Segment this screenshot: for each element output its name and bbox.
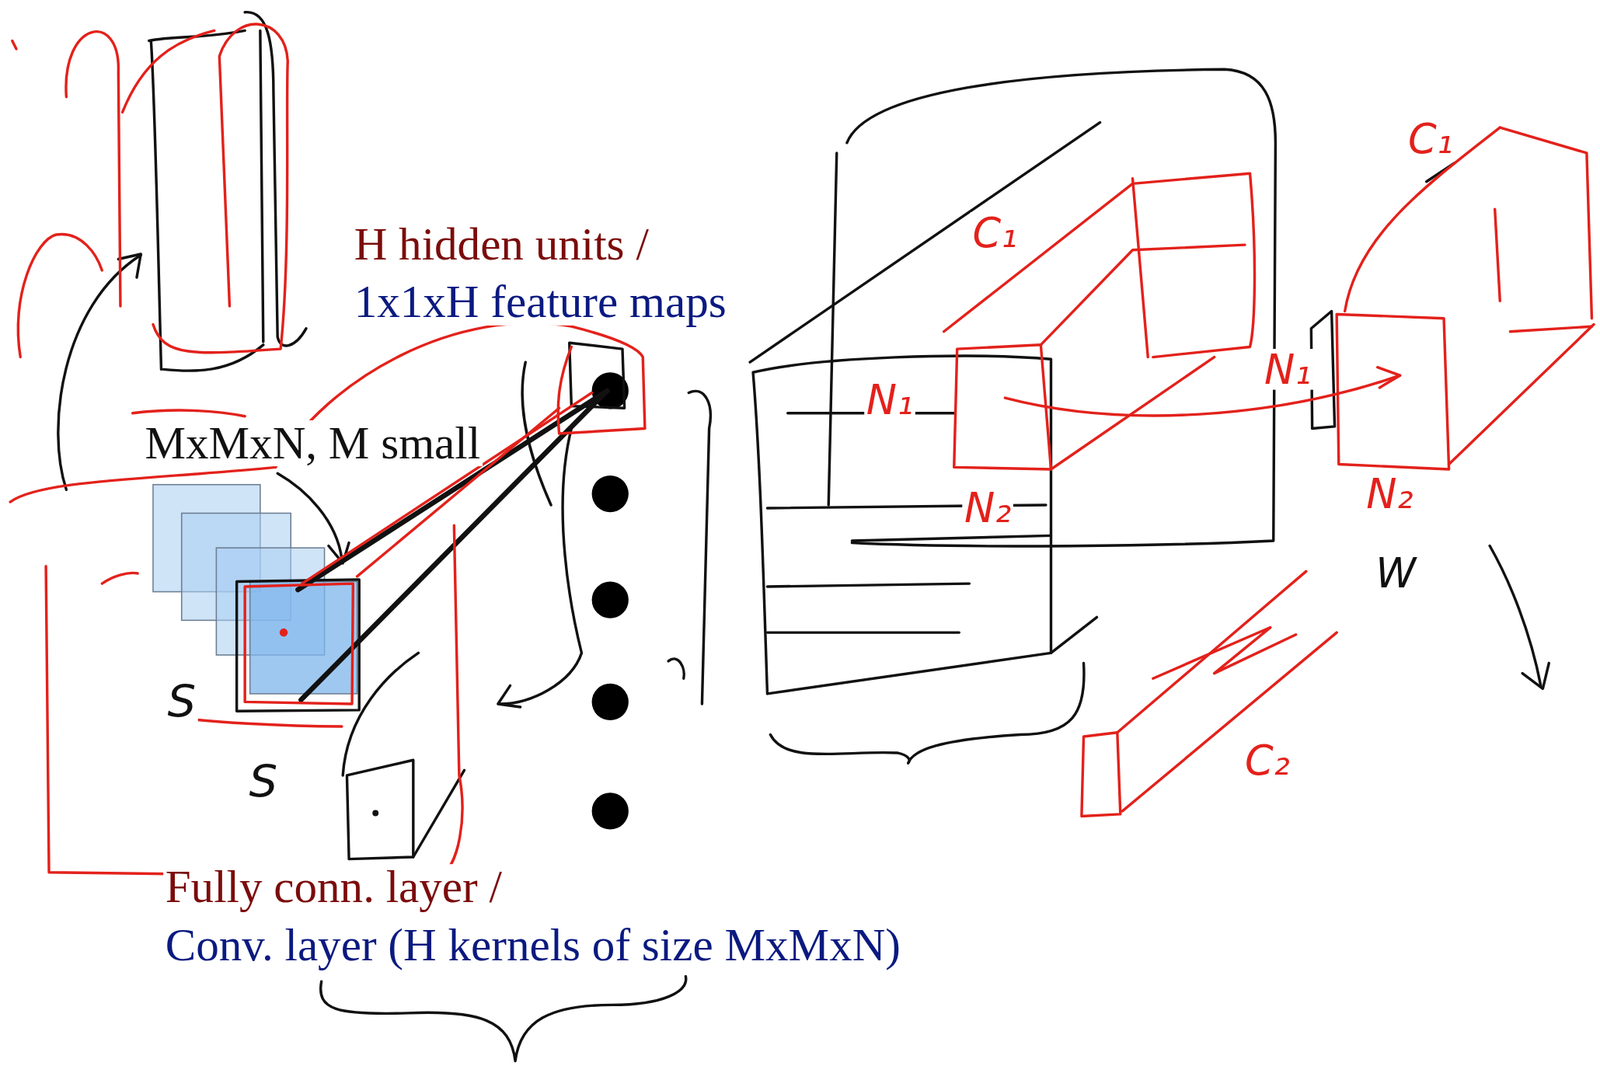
ink-arrowhead	[1522, 663, 1549, 690]
ink-stroke	[260, 30, 264, 342]
red-ink-bracket	[45, 525, 463, 878]
ink-box	[1310, 310, 1335, 429]
red-ink-arrow	[1004, 375, 1400, 416]
red-ink-stroke	[66, 31, 121, 307]
ink-stroke	[1050, 616, 1097, 653]
red-ink-stroke	[1449, 324, 1594, 465]
handwritten-label: N₂	[962, 488, 1014, 530]
red-ink-stroke	[17, 233, 102, 357]
red-ink-stroke	[122, 30, 215, 112]
red-ink-stroke	[12, 41, 17, 50]
caption-text: Fully conn. layer /	[163, 864, 505, 910]
ink-box	[752, 355, 1051, 694]
heading-text: 1x1xH feature maps	[352, 279, 729, 326]
ink-stroke	[668, 658, 684, 679]
ink-dot	[279, 628, 289, 638]
ink-arrow	[1489, 546, 1541, 687]
hidden-unit	[592, 581, 629, 618]
ink-arrowhead	[118, 254, 141, 278]
hidden-unit	[592, 683, 629, 721]
ink-stroke	[828, 153, 837, 506]
red-ink-box	[244, 583, 353, 705]
handwritten-label: C₁	[1405, 118, 1455, 160]
heading-text: H hidden units /	[352, 221, 651, 268]
handwritten-label: N₂	[1364, 473, 1416, 515]
red-ink-stroke	[1132, 178, 1149, 358]
ink-stroke	[766, 583, 970, 587]
ink-brace	[320, 976, 687, 1062]
red-ink-stroke	[1509, 326, 1592, 332]
red-ink-box	[944, 173, 1255, 357]
ink-stroke	[688, 390, 711, 705]
hidden-unit	[592, 475, 629, 513]
red-ink-box	[1336, 313, 1449, 470]
handwritten-label: N₁	[864, 379, 916, 421]
handwritten-label: N₁	[1261, 348, 1314, 391]
ink-brace	[770, 663, 1085, 764]
ink-arrow	[58, 254, 141, 490]
ink-stroke	[413, 770, 465, 858]
handwritten-label: S	[165, 679, 199, 726]
red-ink-stroke	[10, 467, 276, 502]
ink-arrow	[499, 428, 582, 705]
ink-dot	[372, 810, 379, 817]
ink-stroke	[851, 535, 1051, 541]
ink-box	[346, 759, 413, 859]
ink-box	[569, 342, 625, 408]
ink-stroke	[150, 41, 161, 370]
ink-stroke	[766, 630, 959, 634]
ink-arrow	[277, 473, 342, 559]
ink-box	[237, 579, 360, 712]
red-ink-stroke	[132, 410, 245, 417]
ink-arrowhead	[498, 685, 521, 708]
handwritten-label: S	[247, 759, 280, 805]
red-ink-box	[954, 345, 1052, 470]
handwritten-label: C₁	[970, 212, 1020, 254]
red-ink-stroke	[1495, 209, 1501, 301]
red-ink-arrowhead	[1377, 367, 1401, 388]
red-ink-box	[1081, 732, 1121, 817]
handwritten-label: C₂	[1242, 739, 1292, 781]
handwritten-label: W	[1373, 553, 1419, 595]
hidden-unit	[592, 792, 629, 830]
red-ink-stroke	[101, 572, 138, 584]
dimension-label: MxMxN, M small	[142, 420, 483, 467]
feature-map	[250, 581, 358, 694]
red-ink-stroke	[1499, 127, 1592, 319]
ink-box	[847, 69, 1276, 547]
ink-stroke	[342, 652, 419, 776]
red-ink-scribble	[1153, 627, 1297, 680]
red-ink-stroke	[1050, 357, 1214, 470]
ink-stroke	[749, 122, 1100, 363]
red-ink-stroke	[1117, 571, 1307, 733]
ink-stroke	[244, 12, 307, 346]
caption-text: Conv. layer (H kernels of size MxMxN)	[163, 922, 903, 969]
red-ink-stroke	[153, 24, 288, 353]
